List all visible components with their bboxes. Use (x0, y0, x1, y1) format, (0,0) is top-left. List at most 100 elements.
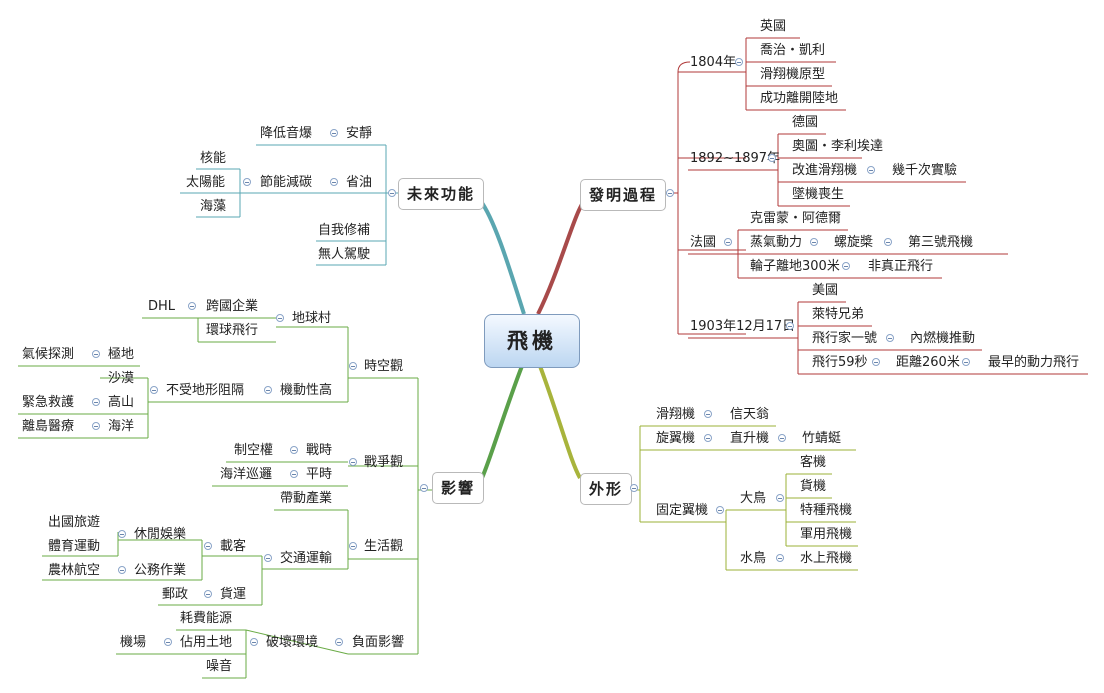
topic-ocean[interactable]: 海洋 (108, 419, 135, 434)
topic-sports[interactable]: 體育運動 (48, 539, 101, 554)
topic-left-ground[interactable]: 成功離開陸地 (760, 91, 839, 106)
collapse-icon[interactable] (867, 166, 875, 174)
topic-quiet[interactable]: 安靜 (346, 126, 373, 141)
topic-59-seconds[interactable]: 飛行59秒 (812, 355, 868, 370)
topic-island-medical[interactable]: 離島醫療 (22, 419, 75, 434)
collapse-icon[interactable] (290, 470, 298, 478)
topic-polar[interactable]: 極地 (108, 347, 135, 362)
topic-1892-1897[interactable]: 1892~1897年 (690, 151, 781, 166)
topic-glider[interactable]: 滑翔機 (656, 407, 696, 422)
topic-weather[interactable]: 氣候探測 (22, 347, 75, 362)
topic-transport[interactable]: 交通運輸 (280, 551, 333, 566)
topic-leisure[interactable]: 休閒娛樂 (134, 527, 187, 542)
branch-invention[interactable]: 發明過程 (580, 179, 667, 211)
topic-crash-death[interactable]: 墜機喪生 (792, 187, 845, 202)
topic-spacetime[interactable]: 時空觀 (364, 359, 404, 374)
collapse-icon[interactable] (388, 189, 396, 197)
topic-germany[interactable]: 德國 (792, 115, 819, 130)
topic-life[interactable]: 生活觀 (364, 539, 404, 554)
central-topic[interactable]: 飛機 (484, 314, 580, 368)
branch-impact[interactable]: 影響 (432, 472, 485, 504)
topic-unmanned[interactable]: 無人駕駛 (318, 247, 371, 262)
topic-wheels-300m[interactable]: 輪子離地300米 (750, 259, 840, 274)
topic-experiments[interactable]: 幾千次實驗 (892, 163, 958, 178)
topic-glider-prototype[interactable]: 滑翔機原型 (760, 67, 826, 82)
collapse-icon[interactable] (810, 238, 818, 246)
topic-passenger[interactable]: 載客 (220, 539, 247, 554)
topic-dhl[interactable]: DHL (148, 299, 176, 314)
topic-energy-consumption[interactable]: 耗費能源 (180, 611, 233, 626)
collapse-icon[interactable] (842, 262, 850, 270)
collapse-icon[interactable] (264, 386, 272, 394)
collapse-icon[interactable] (349, 542, 357, 550)
topic-cargo[interactable]: 貨運 (220, 587, 247, 602)
topic-self-repair[interactable]: 自我修補 (318, 223, 371, 238)
collapse-icon[interactable] (630, 484, 638, 492)
collapse-icon[interactable] (735, 58, 743, 66)
topic-env-damage[interactable]: 破壞環境 (266, 635, 319, 650)
topic-airliner[interactable]: 客機 (800, 455, 827, 470)
topic-england[interactable]: 英國 (760, 19, 787, 34)
topic-solar[interactable]: 太陽能 (186, 175, 226, 190)
collapse-icon[interactable] (290, 446, 298, 454)
collapse-icon[interactable] (349, 362, 357, 370)
collapse-icon[interactable] (349, 458, 357, 466)
topic-public-service[interactable]: 公務作業 (134, 563, 187, 578)
collapse-icon[interactable] (118, 530, 126, 538)
topic-around-world[interactable]: 環球飛行 (206, 323, 259, 338)
topic-multinational[interactable]: 跨國企業 (206, 299, 259, 314)
collapse-icon[interactable] (92, 398, 100, 406)
collapse-icon[interactable] (704, 434, 712, 442)
collapse-icon[interactable] (886, 334, 894, 342)
topic-steam-power[interactable]: 蒸氣動力 (750, 235, 803, 250)
collapse-icon[interactable] (204, 542, 212, 550)
topic-rotorcraft[interactable]: 旋翼機 (656, 431, 696, 446)
topic-usa[interactable]: 美國 (812, 283, 839, 298)
topic-combustion-engine[interactable]: 內燃機推動 (910, 331, 976, 346)
topic-nuclear[interactable]: 核能 (200, 151, 227, 166)
collapse-icon[interactable] (330, 129, 338, 137)
collapse-icon[interactable] (250, 638, 258, 646)
collapse-icon[interactable] (724, 238, 732, 246)
topic-travel-abroad[interactable]: 出國旅遊 (48, 515, 101, 530)
collapse-icon[interactable] (716, 506, 724, 514)
collapse-icon[interactable] (92, 350, 100, 358)
topic-post[interactable]: 郵政 (162, 587, 189, 602)
topic-third-plane[interactable]: 第三號飛機 (908, 235, 974, 250)
topic-wartime[interactable]: 戰時 (306, 443, 333, 458)
collapse-icon[interactable] (150, 386, 158, 394)
collapse-icon[interactable] (204, 590, 212, 598)
topic-earliest-powered[interactable]: 最早的動力飛行 (988, 355, 1080, 370)
topic-rescue[interactable]: 緊急救護 (22, 395, 75, 410)
topic-big-bird[interactable]: 大鳥 (740, 491, 767, 506)
collapse-icon[interactable] (243, 178, 251, 186)
topic-ader[interactable]: 克雷蒙・阿德爾 (750, 211, 842, 226)
collapse-icon[interactable] (92, 422, 100, 430)
collapse-icon[interactable] (704, 410, 712, 418)
topic-mountain[interactable]: 高山 (108, 395, 135, 410)
topic-helicopter[interactable]: 直升機 (730, 431, 770, 446)
collapse-icon[interactable] (118, 566, 126, 574)
topic-airport[interactable]: 機場 (120, 635, 147, 650)
branch-future[interactable]: 未來功能 (398, 178, 485, 210)
topic-negative[interactable]: 負面影響 (352, 635, 405, 650)
topic-land-use[interactable]: 佔用土地 (180, 635, 233, 650)
topic-reduce-boom[interactable]: 降低音爆 (260, 126, 313, 141)
topic-save-fuel[interactable]: 省油 (346, 175, 373, 190)
topic-peacetime[interactable]: 平時 (306, 467, 333, 482)
topic-cayley[interactable]: 喬治・凱利 (760, 43, 826, 58)
collapse-icon[interactable] (188, 302, 196, 310)
collapse-icon[interactable] (778, 434, 786, 442)
collapse-icon[interactable] (786, 322, 794, 330)
topic-industry[interactable]: 帶動產業 (280, 491, 333, 506)
collapse-icon[interactable] (776, 494, 784, 502)
collapse-icon[interactable] (420, 484, 428, 492)
collapse-icon[interactable] (768, 154, 776, 162)
topic-agri-aviation[interactable]: 農林航空 (48, 563, 101, 578)
collapse-icon[interactable] (776, 554, 784, 562)
topic-wright-brothers[interactable]: 萊特兄弟 (812, 307, 865, 322)
topic-bamboo-dragonfly[interactable]: 竹蜻蜓 (802, 431, 842, 446)
collapse-icon[interactable] (264, 554, 272, 562)
collapse-icon[interactable] (330, 178, 338, 186)
topic-1804[interactable]: 1804年 (690, 55, 737, 70)
